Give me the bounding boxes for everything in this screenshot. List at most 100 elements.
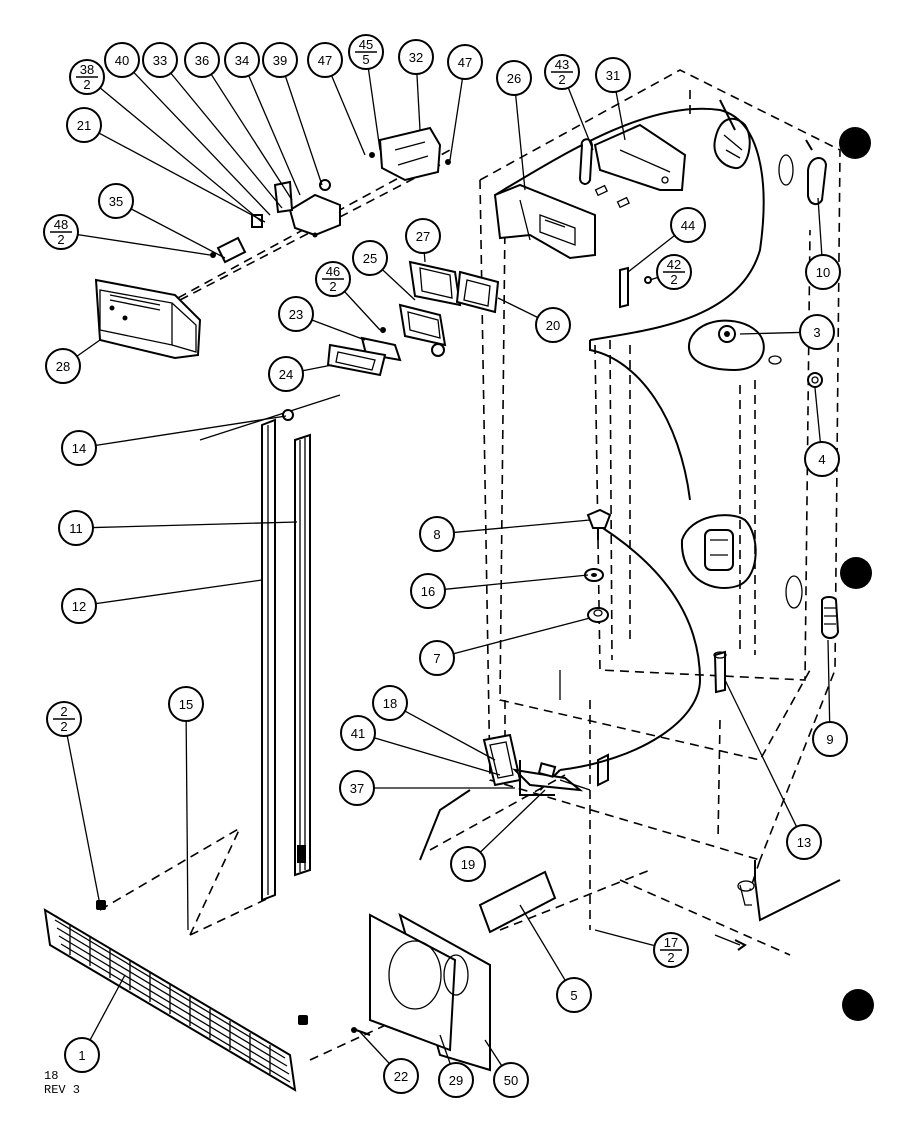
callout-number: 19: [461, 857, 475, 872]
callout-11: 11: [58, 510, 298, 546]
callout-leader: [519, 904, 566, 981]
callout-circle: [61, 588, 97, 624]
callout-5: 5: [519, 904, 592, 1013]
callout-leader: [344, 291, 381, 331]
callout-circle: [224, 42, 260, 78]
upper-right-parts: [619, 99, 840, 694]
callout-number: 7: [433, 651, 440, 666]
callout-31: 31: [595, 57, 631, 141]
callout-19: 19: [450, 789, 546, 882]
callout-27: 27: [405, 218, 441, 263]
callout-circle: [670, 207, 706, 243]
callout-circle: [98, 183, 134, 219]
callout-leader: [814, 387, 821, 443]
callout-leader: [449, 78, 464, 161]
callout-circle: [58, 510, 94, 546]
callout-circle: [535, 307, 571, 343]
callout-circle: [419, 640, 455, 676]
kickplate-grille: [43, 900, 308, 1092]
callout-number: 3: [813, 325, 820, 340]
callout-circle: [595, 57, 631, 93]
callout-36: 36: [184, 42, 293, 201]
callout-1: 1: [64, 974, 126, 1073]
callout-circle: [450, 846, 486, 882]
callout-leader: [453, 519, 591, 534]
callout-leader: [739, 331, 801, 335]
callout-42-qty-2: 422: [649, 254, 692, 290]
callout-37: 37: [339, 770, 515, 806]
callout-40: 40: [104, 42, 271, 216]
registration-mark-bottom: [842, 989, 874, 1021]
callout-number: 21: [77, 118, 91, 133]
callout-47: 47: [447, 44, 483, 161]
callout-number: 17: [664, 935, 678, 950]
callout-leader: [77, 233, 211, 256]
callout-circle: [493, 1062, 529, 1098]
footer-page-number: 18: [44, 1069, 58, 1083]
callout-circle: [66, 107, 102, 143]
callout-circle: [447, 44, 483, 80]
callout-leader: [95, 579, 263, 605]
callout-leader: [594, 929, 655, 947]
callout-23: 23: [278, 296, 366, 341]
callout-circle: [556, 977, 592, 1013]
callout-7: 7: [419, 617, 591, 676]
callout-leader: [359, 1031, 390, 1065]
callout-number: 11: [69, 521, 83, 536]
callout-number: 31: [606, 68, 620, 83]
callout-circle: [496, 60, 532, 96]
callout-circle: [168, 686, 204, 722]
callout-quantity: 2: [558, 72, 565, 87]
callout-3: 3: [739, 314, 835, 350]
callout-24: 24: [268, 356, 333, 392]
callout-12: 12: [61, 579, 263, 624]
callout-number: 4: [818, 452, 825, 467]
callout-4: 4: [804, 387, 840, 477]
callout-38-qty-2: 382: [69, 59, 263, 223]
callout-circle: [142, 42, 178, 78]
callout-number: 36: [195, 53, 209, 68]
callout-circle: [383, 1058, 419, 1094]
callout-number: 8: [433, 527, 440, 542]
callout-leader: [248, 75, 301, 196]
callout-45-qty-5: 455: [348, 34, 384, 151]
callout-circle: [307, 42, 343, 78]
callout-22: 22: [359, 1031, 419, 1094]
callout-number: 32: [409, 50, 423, 65]
callout-quantity: 5: [362, 52, 369, 67]
callout-leader: [484, 1039, 503, 1067]
callout-leader: [284, 75, 323, 186]
callout-21: 21: [66, 107, 266, 223]
callout-circle: [262, 42, 298, 78]
callout-leader: [92, 521, 298, 529]
callout-20: 20: [497, 297, 571, 343]
callout-circle: [812, 721, 848, 757]
callout-leader: [615, 91, 626, 141]
callout-leader: [170, 72, 283, 209]
callout-number: 44: [681, 218, 695, 233]
callout-quantity: 2: [670, 272, 677, 287]
callout-number: 39: [273, 53, 287, 68]
callout-33: 33: [142, 42, 283, 209]
callout-quantity: 2: [60, 719, 67, 734]
callout-17-qty-2: 172: [594, 929, 689, 968]
callout-quantity: 2: [667, 950, 674, 965]
callout-circle: [805, 254, 841, 290]
callout-leader: [311, 319, 366, 341]
callout-quantity: 2: [83, 77, 90, 92]
callout-leader: [133, 71, 271, 216]
callout-number: 33: [153, 53, 167, 68]
callout-number: 47: [458, 55, 472, 70]
callout-13: 13: [724, 679, 822, 860]
callout-48-qty-2: 482: [43, 214, 211, 256]
callout-number: 25: [363, 251, 377, 266]
callout-circle: [104, 42, 140, 78]
callout-circle: [786, 824, 822, 860]
callout-number: 18: [383, 696, 397, 711]
callout-leader: [439, 1034, 451, 1065]
callout-leader: [827, 639, 831, 723]
callout-leader: [416, 73, 421, 131]
callout-leader: [453, 617, 591, 655]
callout-circle: [61, 430, 97, 466]
